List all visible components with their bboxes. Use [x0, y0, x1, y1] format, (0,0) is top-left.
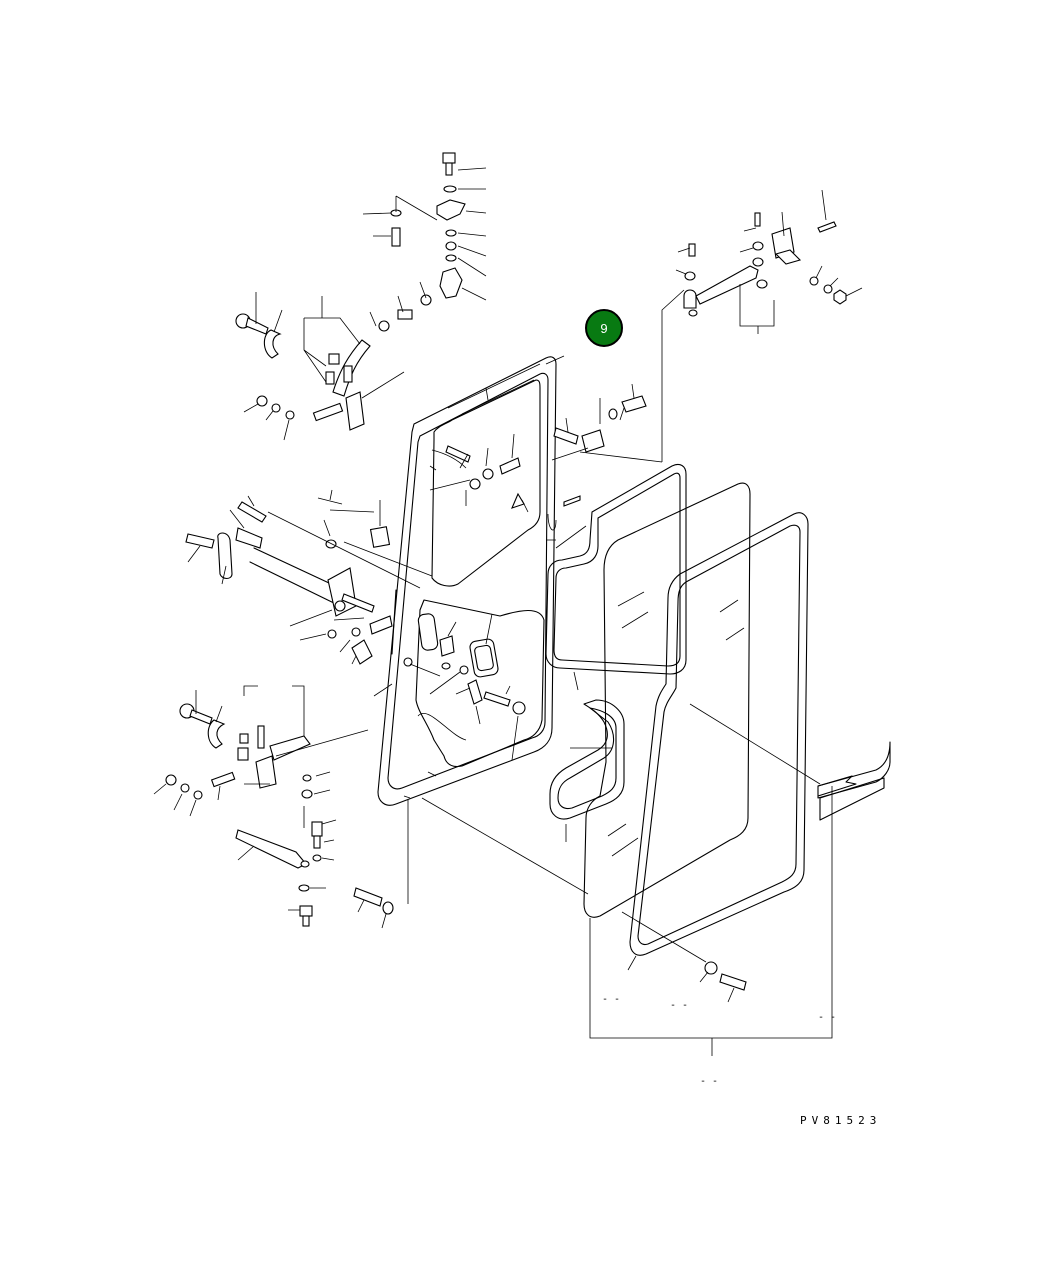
outer-seal [629, 512, 809, 956]
left-latch-assembly [185, 489, 433, 665]
reference-mark: - - [670, 1000, 688, 1011]
reference-mark: - - [700, 1076, 718, 1087]
drawing-code: PV81523 [800, 1114, 882, 1127]
top-right-linkage [661, 189, 863, 462]
bottom-fasteners [353, 797, 747, 1003]
seal-flag [689, 703, 891, 821]
assembly-brackets: - - - - - - - - [589, 786, 836, 1087]
lower-door-hardware [373, 613, 526, 761]
callout-marker-9[interactable]: 9 [585, 309, 623, 347]
glass-seal-1 [545, 463, 687, 675]
door-panel [377, 356, 557, 806]
reference-mark: - - [602, 994, 620, 1005]
glass-pane [583, 482, 751, 918]
reference-mark: - - [818, 1012, 836, 1023]
lower-hinge-assembly [153, 685, 369, 927]
glass-seal-2 [549, 671, 625, 842]
upper-door-hardware [429, 355, 663, 549]
top-hinge-assembly [235, 152, 487, 441]
